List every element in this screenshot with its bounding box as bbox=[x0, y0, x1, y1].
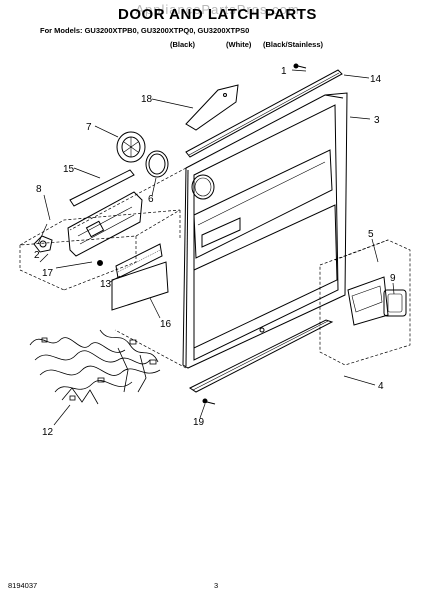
insulation-strip-part bbox=[115, 243, 163, 279]
top-trim-part bbox=[185, 69, 343, 158]
models-line: For Models: GU3200XTPB0, GU3200XTPQ0, GU… bbox=[40, 26, 250, 35]
dispenser-part bbox=[347, 276, 389, 326]
variant-white: (White) bbox=[226, 40, 252, 49]
callout-4: 4 bbox=[378, 381, 384, 392]
shield-part bbox=[111, 261, 169, 311]
screw-part-1 bbox=[293, 63, 307, 69]
page-number: 3 bbox=[214, 581, 219, 590]
screw-part-19 bbox=[202, 398, 216, 405]
callout-14: 14 bbox=[370, 74, 382, 85]
gasket-ring-part bbox=[145, 150, 169, 178]
variant-black-stainless: (Black/Stainless) bbox=[263, 40, 324, 49]
page-title: DOOR AND LATCH PARTS bbox=[118, 6, 317, 23]
watermark: AppliancePartsPros.com bbox=[135, 2, 300, 17]
latch-housing-part bbox=[67, 191, 143, 257]
callout-12: 12 bbox=[42, 427, 54, 438]
callout-6: 6 bbox=[148, 194, 154, 205]
dispenser-trim-part bbox=[383, 289, 407, 317]
callout-5: 5 bbox=[368, 229, 374, 240]
document-number: 8194037 bbox=[8, 581, 38, 590]
variant-black: (Black) bbox=[170, 40, 196, 49]
wire-harness-part bbox=[29, 329, 161, 405]
door-panel-part bbox=[182, 92, 348, 369]
vent-cap-part bbox=[116, 131, 146, 163]
callout-1: 1 bbox=[281, 66, 287, 77]
callout-13: 13 bbox=[100, 279, 112, 290]
bottom-trim-part bbox=[189, 319, 334, 393]
callout-15: 15 bbox=[63, 164, 75, 175]
callout-3: 3 bbox=[374, 115, 380, 126]
callout-17: 17 bbox=[42, 268, 54, 279]
callout-16: 16 bbox=[160, 319, 172, 330]
handle-part bbox=[69, 169, 135, 207]
callout-8: 8 bbox=[36, 184, 42, 195]
callout-18: 18 bbox=[141, 94, 153, 105]
callout-19: 19 bbox=[193, 417, 205, 428]
leader-lines bbox=[37, 69, 395, 426]
screw-part-17 bbox=[97, 260, 103, 266]
vent-shield-part bbox=[185, 84, 239, 131]
assembly-outlines bbox=[19, 167, 411, 369]
callout-2: 2 bbox=[34, 250, 40, 261]
callout-9: 9 bbox=[390, 273, 396, 284]
callout-7: 7 bbox=[86, 122, 92, 133]
